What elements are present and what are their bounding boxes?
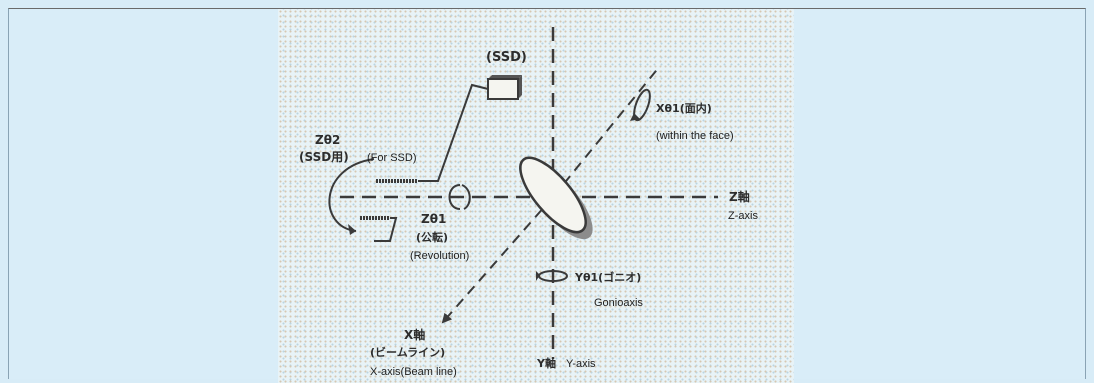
sample-disk — [519, 156, 593, 240]
y-axis-label-en: Y-axis — [566, 358, 596, 370]
y-theta1-label-en: Gonioaxis — [594, 297, 643, 309]
z-theta2-label-jp: Zθ2 — [315, 133, 340, 147]
x-theta1-rotation-arrow — [630, 88, 651, 122]
x-theta1-label-jp: Xθ1(面内) — [656, 101, 712, 115]
ssd-arm — [418, 83, 489, 182]
y-theta1-rotation-arrow — [536, 270, 568, 282]
x-theta1-label-en: (within the face) — [656, 130, 734, 142]
x-axis-label-jp: X軸 — [404, 327, 425, 342]
z-theta2-sub-label-jp: (SSD用) — [299, 150, 349, 164]
z-theta2-rotation-arrow — [328, 158, 375, 232]
x-axis-sub-label-jp: (ビームライン) — [370, 345, 445, 359]
z-theta1-sub-label-jp: (公転) — [416, 230, 448, 244]
z-theta2-label-en: (For SSD) — [367, 152, 417, 164]
z-axis-label-en: Z-axis — [728, 210, 758, 222]
ssd-label: (SSD) — [486, 50, 527, 65]
y-theta1-label-jp: Yθ1(ゴニオ) — [574, 270, 641, 284]
ssd-detector — [487, 75, 522, 100]
goniometer-diagram: (SSD) Xθ1(面内) (within the face) Zθ2 (SSD… — [278, 9, 794, 383]
x-theta1-axis-line — [552, 65, 661, 198]
z-theta1-bracket — [374, 217, 398, 242]
y-axis-label-jp: Y軸 — [536, 356, 556, 370]
z-theta1-rotation-arrow — [448, 184, 461, 210]
z-theta1-label-jp: Zθ1 — [421, 212, 446, 226]
x-axis-arrow — [441, 196, 554, 324]
diagram-svg: (SSD) Xθ1(面内) (within the face) Zθ2 (SSD… — [299, 27, 758, 378]
z-theta1-label-en: (Revolution) — [410, 250, 469, 262]
x-axis-label-en: X-axis(Beam line) — [370, 366, 457, 378]
z-axis-label-jp: Z軸 — [729, 189, 750, 204]
